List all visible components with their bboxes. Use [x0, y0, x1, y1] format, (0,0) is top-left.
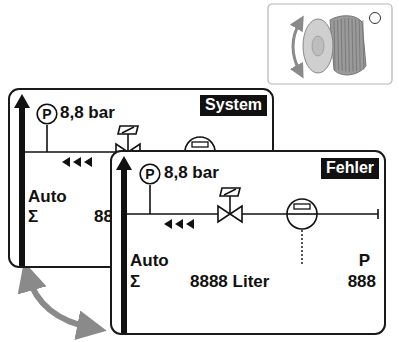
drawing-stroke: [341, 19, 342, 71]
program-value: 888: [348, 273, 376, 292]
error-tag: Fehler: [321, 158, 379, 179]
sensor-letter: P: [145, 167, 154, 181]
pipe-arrow: [14, 94, 30, 108]
program-label: P: [359, 252, 370, 271]
rotate-arrow: [293, 22, 300, 72]
meter-symbol: [287, 199, 317, 266]
drawing-stroke: [164, 219, 172, 229]
flow-triangles: [164, 219, 194, 229]
drawing-stroke: [192, 142, 208, 147]
drawing-stroke: [220, 188, 240, 196]
knob-knurling: [334, 18, 364, 72]
drawing-stroke: [359, 20, 360, 70]
mode-label: Auto: [130, 252, 169, 271]
volume-value: 8888 Liter: [190, 273, 269, 292]
drawing-stroke: [338, 20, 339, 70]
drawing-stroke: [363, 20, 364, 69]
drawing-stroke: [334, 20, 335, 69]
pressure-value: 8,8 bar: [60, 104, 115, 123]
drawing-stroke: [356, 19, 357, 71]
line: [124, 213, 378, 215]
indicator-dot: [370, 13, 381, 24]
flow-triangles: [62, 157, 92, 167]
sum-symbol: Σ: [130, 273, 140, 292]
knob-center: [312, 36, 324, 56]
drawing-stroke: [175, 219, 183, 229]
drawing-stroke: [287, 199, 317, 229]
pipe-arrow: [116, 156, 132, 170]
pressure-sensor: P: [139, 163, 161, 185]
sum-symbol: Σ: [28, 208, 38, 227]
drawing-stroke: [140, 164, 160, 184]
display-screen: 8,8 bar FehlerAutoΣ 8888 Liter P 888 P: [110, 150, 386, 335]
sensor-letter: P: [42, 107, 51, 121]
drawing-stroke: [122, 127, 134, 133]
sensor-stem: [46, 125, 48, 152]
mode-label: Auto: [28, 188, 67, 207]
pressure-value: 8,8 bar: [164, 164, 219, 183]
mode-tag: System: [200, 95, 267, 116]
drawing-stroke: [224, 189, 236, 195]
valve-symbol: [218, 188, 242, 222]
line-end: [377, 209, 379, 219]
knob-inset: [268, 4, 392, 84]
drawing-stroke: [294, 204, 310, 209]
drawing-stroke: [352, 19, 353, 72]
drawing-stroke: [62, 157, 70, 167]
knob-body: [330, 16, 366, 75]
pressure-sensor: P: [36, 103, 58, 125]
drawing-stroke: [84, 157, 92, 167]
drawing-stroke: [229, 196, 231, 214]
drawing-stroke: [186, 219, 194, 229]
drawing-stroke: [301, 230, 302, 266]
drawing-stroke: [345, 19, 346, 72]
sensor-stem: [149, 185, 151, 214]
knob-face: [303, 19, 333, 73]
drawing-stroke: [348, 18, 349, 72]
drawing-stroke: [73, 157, 81, 167]
drawing-stroke: [118, 126, 138, 134]
drawing-stroke: [37, 104, 57, 124]
drawing-stroke: [287, 213, 317, 215]
switch-arrow: [28, 276, 92, 328]
supply-pipe: [121, 168, 127, 333]
supply-pipe: [19, 106, 25, 266]
